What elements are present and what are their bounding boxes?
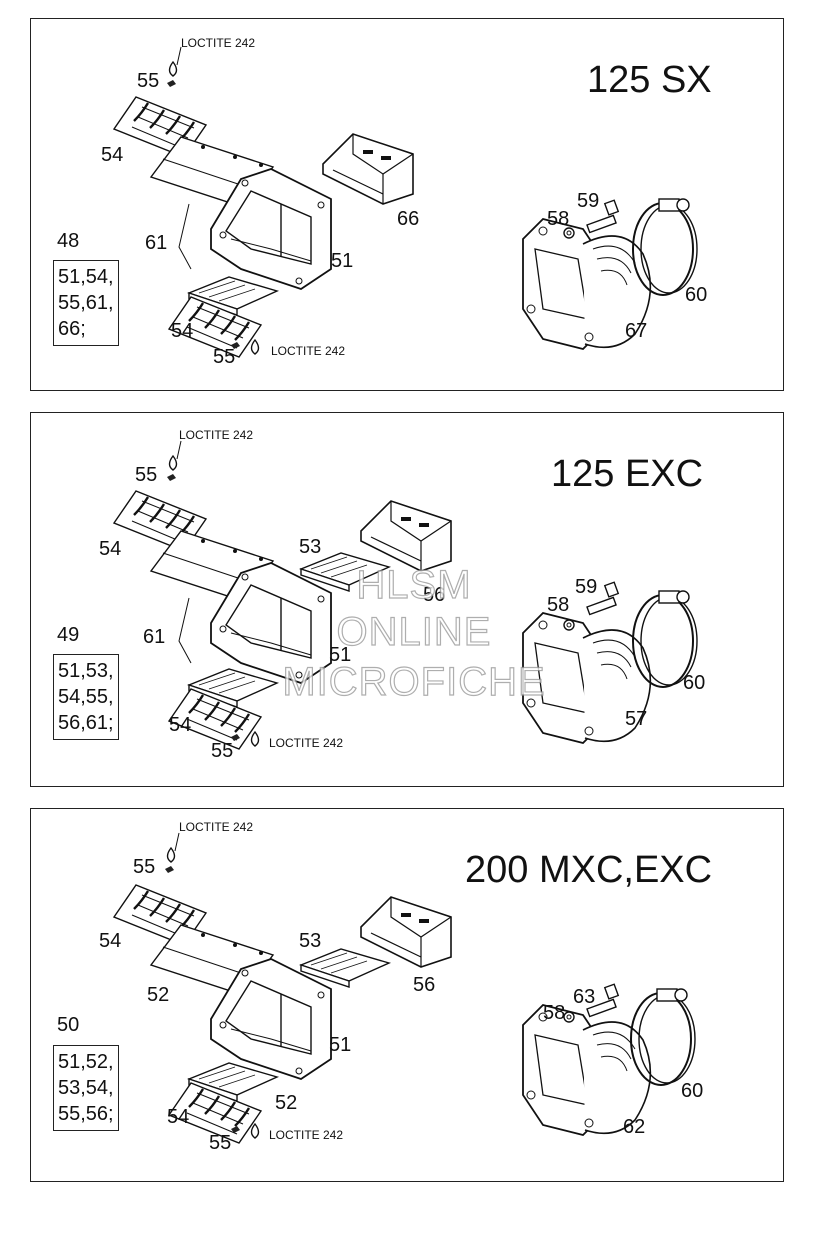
kit-line: 66;	[58, 318, 86, 340]
part-label: 55	[133, 856, 156, 878]
part-label: 55	[137, 70, 160, 92]
loctite-label-lower: LOCTITE 242	[269, 1128, 344, 1142]
loctite-drop-lower	[250, 339, 260, 355]
part-label: 51	[329, 1034, 352, 1056]
part-label: 59	[577, 190, 600, 212]
panel-125-exc: LOCTITE 242 LOCTITE 242 125 EXC 55 54 61…	[30, 412, 784, 787]
reed-cover-66	[322, 133, 414, 205]
part-label: 51	[329, 644, 352, 666]
panel-200-mxc-exc: LOCTITE 242 LOCTITE 242 200 MXC,EXC 55 5…	[30, 808, 784, 1182]
part-label: 55	[213, 346, 236, 368]
loctite-drop	[166, 847, 176, 863]
part-label: 61	[145, 232, 168, 254]
part-label: 51	[331, 250, 354, 272]
part-label: 58	[543, 1002, 566, 1024]
part-label: 66	[397, 208, 420, 230]
kit-line: 51,52,	[58, 1051, 114, 1073]
part-label: 56	[423, 584, 446, 606]
kit-contents-box: 51,54, 55,61, 66;	[53, 260, 119, 346]
reed-cover-56	[360, 500, 452, 572]
kit-contents-box: 51,52, 53,54, 55,56;	[53, 1045, 119, 1131]
part-label: 54	[99, 930, 122, 952]
part-label: 58	[547, 594, 570, 616]
kit-line: 55,61,	[58, 292, 114, 314]
part-label: 55	[135, 464, 158, 486]
reed-screw-upper	[167, 474, 176, 481]
part-label: 56	[413, 974, 436, 996]
part-label: 60	[681, 1080, 704, 1102]
kit-number: 49	[57, 624, 80, 646]
part-label: 59	[575, 576, 598, 598]
loctite-label-upper: LOCTITE 242	[181, 36, 256, 50]
part-label: 57	[625, 708, 648, 730]
model-title: 125 SX	[587, 59, 712, 101]
kit-number: 48	[57, 230, 80, 252]
washer-58	[563, 619, 575, 631]
part-label: 63	[573, 986, 596, 1008]
part-label: 54	[169, 714, 192, 736]
part-label: 54	[101, 144, 124, 166]
part-label: 60	[683, 672, 706, 694]
kit-line: 55,56;	[58, 1103, 114, 1125]
loctite-label-upper: LOCTITE 242	[179, 428, 254, 442]
exploded-diagram-125-sx	[112, 46, 698, 359]
loctite-label-upper: LOCTITE 242	[179, 820, 254, 834]
part-label: 54	[171, 320, 194, 342]
kit-line: 53,54,	[58, 1077, 114, 1099]
part-label: 67	[625, 320, 648, 342]
washer-58	[563, 1011, 575, 1023]
part-label: 52	[147, 984, 170, 1006]
part-label: 54	[167, 1106, 190, 1128]
part-label: 53	[299, 930, 322, 952]
part-label: 60	[685, 284, 708, 306]
panel-125-sx: LOCTITE 242 LOCTITE 242 125 SX 55 54 61 …	[30, 18, 784, 391]
reed-cover-56	[360, 896, 452, 968]
part-label: 55	[209, 1132, 232, 1154]
kit-contents-box: 51,53, 54,55, 56,61;	[53, 654, 119, 740]
reed-screw-upper	[165, 866, 174, 873]
loctite-drop	[168, 455, 178, 471]
kit-line: 56,61;	[58, 712, 114, 734]
kit-line: 51,53,	[58, 660, 114, 682]
part-label: 55	[211, 740, 234, 762]
part-label: 52	[275, 1092, 298, 1114]
model-title: 200 MXC,EXC	[465, 849, 713, 891]
part-label: 53	[299, 536, 322, 558]
part-label: 61	[143, 626, 166, 648]
part-label: 62	[623, 1116, 646, 1138]
loctite-drop	[168, 61, 178, 77]
loctite-drop-lower	[250, 1123, 260, 1139]
exploded-diagram-125-exc	[112, 440, 698, 751]
model-title: 125 EXC	[551, 453, 704, 495]
reed-screw-upper	[167, 80, 176, 87]
part-label: 54	[99, 538, 122, 560]
loctite-label-lower: LOCTITE 242	[271, 344, 346, 358]
kit-line: 51,54,	[58, 266, 114, 288]
kit-line: 54,55,	[58, 686, 114, 708]
loctite-label-lower: LOCTITE 242	[269, 736, 344, 750]
part-label: 58	[547, 208, 570, 230]
loctite-drop-lower	[250, 731, 260, 747]
kit-number: 50	[57, 1014, 80, 1036]
exploded-diagram-200-mxc-exc	[112, 832, 696, 1145]
